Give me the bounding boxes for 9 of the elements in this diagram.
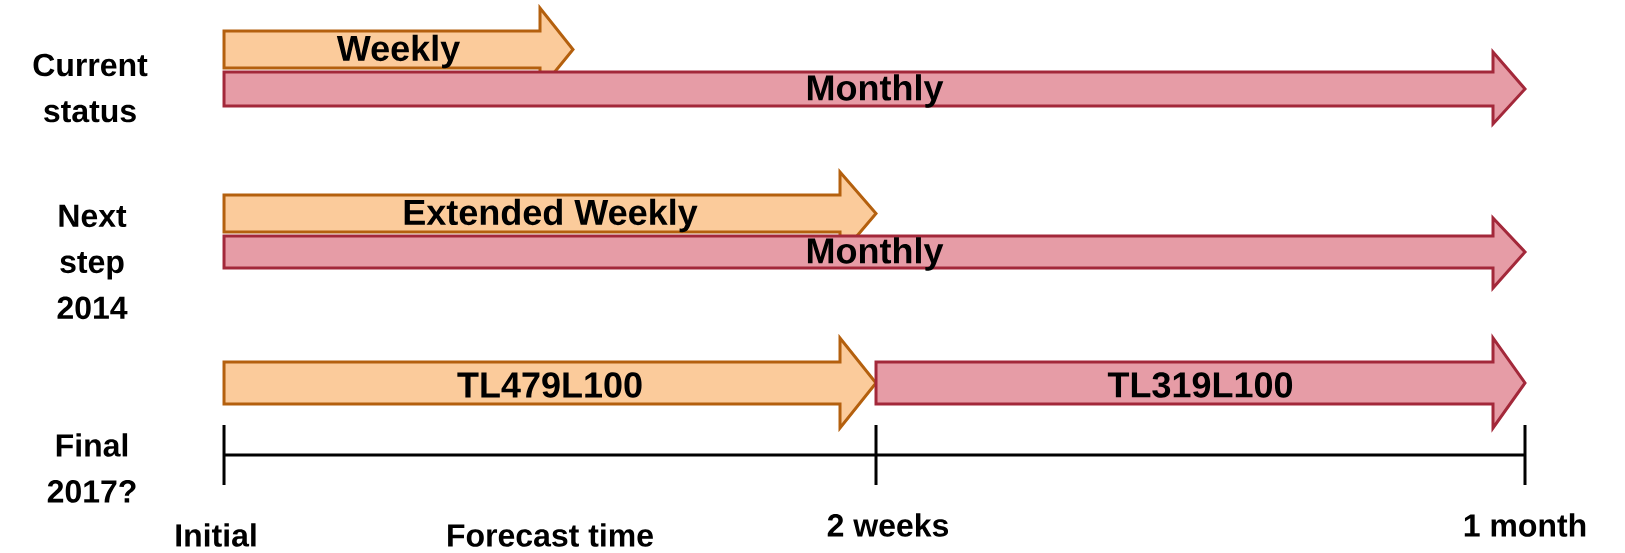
arrow-bar: TL319L100 xyxy=(874,333,1527,433)
axis-label: Initial xyxy=(176,523,256,547)
axis-label: 2 weeks xyxy=(827,513,949,537)
axis-label: Current status xyxy=(33,53,148,123)
axis-label: 1 month xyxy=(1464,513,1586,537)
axis-label: Next step 2014 xyxy=(57,204,128,320)
axis-label: Final 2017? xyxy=(47,433,136,503)
axis-label: Forecast time xyxy=(448,523,653,547)
arrow-bar: TL479L100 xyxy=(222,333,878,433)
